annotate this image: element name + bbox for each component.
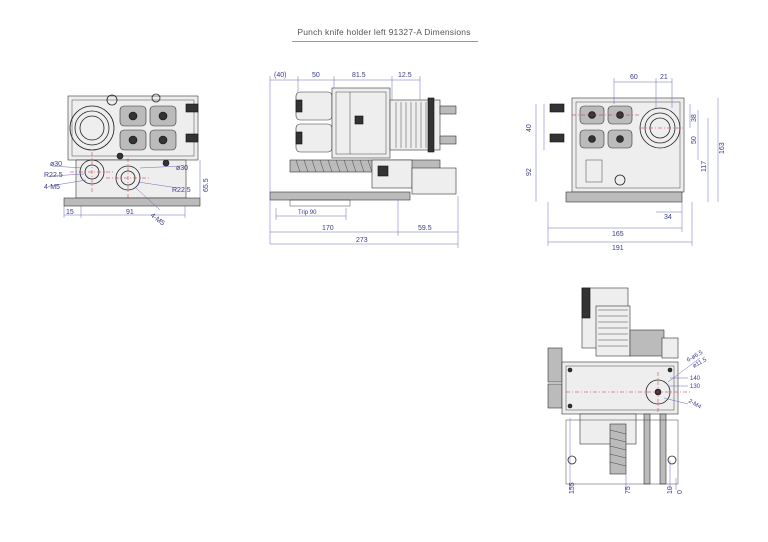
dim-81-5: 81.5 [352, 72, 366, 79]
dim-117: 117 [701, 161, 708, 172]
dim-60: 60 [630, 74, 638, 81]
bottom-view: 6-ø6.5 ø11.5 140 130 2-M4 155 75 10 0 [547, 287, 708, 494]
dim-273: 273 [356, 237, 368, 244]
side-view: (40) 50 81.5 12.5 Trip 90 170 59.5 273 [269, 72, 459, 248]
dim-r22-5-left: R22.5 [44, 172, 63, 179]
dim-165: 165 [612, 231, 624, 238]
dim-191: 191 [612, 245, 624, 252]
dim-59-5: 59.5 [418, 225, 432, 232]
dim-w91: 91 [126, 209, 134, 216]
dim-38: 38 [691, 114, 698, 122]
dim-40: (40) [274, 72, 286, 79]
dim-21: 21 [660, 74, 668, 81]
dim-155: 155 [569, 482, 576, 494]
base-plate [63, 197, 201, 207]
dim-0: 0 [677, 490, 684, 494]
dim-r22-5-right: R22.5 [172, 187, 191, 194]
rear-view: 60 21 40 92 38 50 117 163 34 165 191 [526, 74, 726, 252]
dim-40v: 40 [526, 124, 533, 132]
dim-10: 10 [667, 486, 674, 494]
dim-163: 163 [719, 142, 726, 154]
dim-d30-right: ø30 [176, 165, 188, 172]
dim-170: 170 [322, 225, 334, 232]
dim-2m4: 2-M4 [687, 399, 702, 411]
dim-12-5: 12.5 [398, 72, 412, 79]
title-underline [292, 41, 478, 42]
side-base [269, 191, 411, 201]
dim-m4-right: 4-M5 [149, 212, 166, 227]
dim-d30-left: ø30 [50, 161, 62, 168]
bottom-main-body [561, 361, 679, 415]
dim-trip: Trip 90 [298, 210, 317, 216]
upper-housing [67, 95, 199, 161]
dim-92: 92 [526, 168, 533, 176]
bore-large [69, 105, 115, 151]
dim-75: 75 [625, 486, 632, 494]
dim-h65-5: 65.5 [203, 178, 210, 192]
dim-140: 140 [690, 376, 701, 382]
drawing-title: Punch knife holder left 91327-A Dimensio… [297, 27, 471, 37]
front-left-view: ø30 R22.5 4-M5 ø30 R22.5 4-M5 65.5 15 91 [44, 93, 210, 227]
dim-w15: 15 [66, 209, 74, 216]
dim-50: 50 [312, 72, 320, 79]
rear-base [565, 191, 683, 203]
dim-34: 34 [664, 214, 672, 221]
dim-m4-left: 4-M5 [44, 184, 60, 191]
dim-130: 130 [690, 384, 701, 390]
dim-50v: 50 [691, 136, 698, 144]
